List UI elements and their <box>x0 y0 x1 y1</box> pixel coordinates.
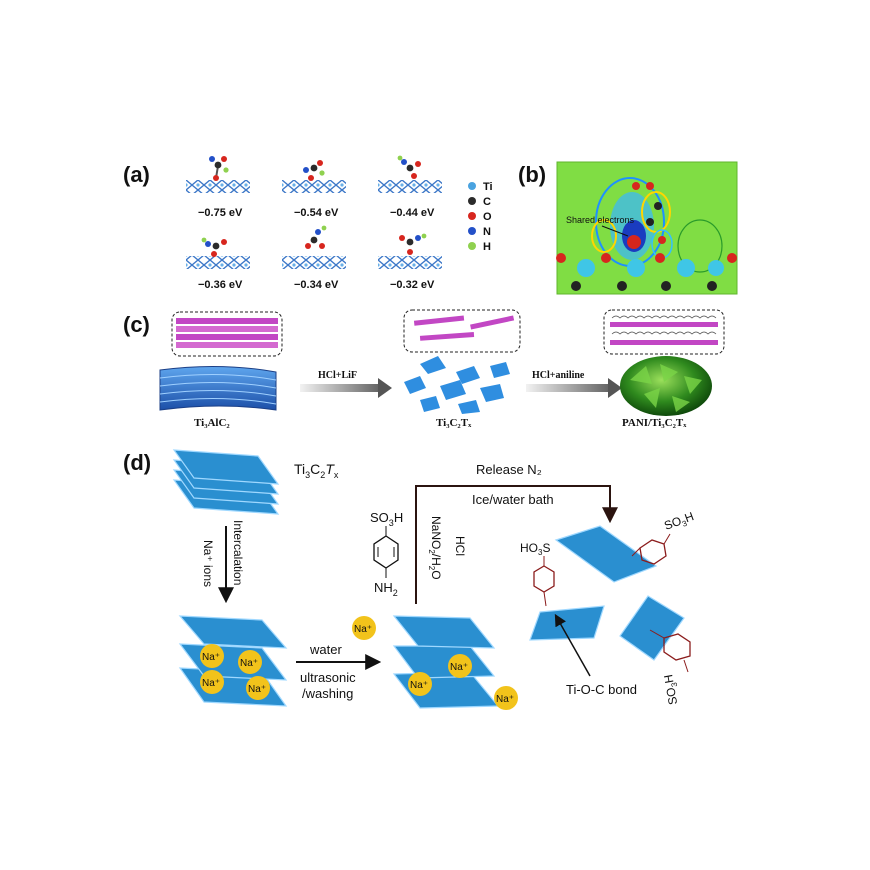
benzene-sulfonic-1: SO3H <box>631 509 696 565</box>
zoom-layers-3 <box>610 315 718 345</box>
na-ion <box>352 616 376 640</box>
legend-dot-c <box>468 197 476 205</box>
na-ion-label: Na⁺ <box>496 694 514 705</box>
release-label: Release N₂ <box>476 462 542 477</box>
max-phase-stack <box>159 365 277 411</box>
sulfanilic-acid: SO3H NH2 <box>370 510 403 598</box>
legend-label: H <box>483 241 491 253</box>
ho3s-label: HO3S <box>520 541 550 557</box>
na-ion-label: Na⁺ <box>354 624 372 635</box>
intercalation-label: Intercalation <box>231 520 245 585</box>
legend-label: N <box>483 226 491 238</box>
arrow-label: HCl+LiF <box>318 370 357 381</box>
arrow-label: HCl+aniline <box>532 370 585 381</box>
bath-label: Ice/water bath <box>472 492 554 507</box>
zoom-layers-1 <box>176 318 278 348</box>
material-label: PANI/Ti₃C₂Tₓ <box>622 417 687 429</box>
slab-2 <box>282 160 346 193</box>
slab-6 <box>378 233 442 269</box>
ions-label: Na⁺ ions <box>201 540 215 587</box>
energy-label: −0.54 eV <box>294 207 339 219</box>
so3h-label: SO3H <box>370 510 403 528</box>
legend-label: O <box>483 211 492 223</box>
pani-composite-sphere <box>620 356 712 416</box>
molecule-5 <box>305 225 327 249</box>
na-ion-label: Na⁺ <box>450 662 468 673</box>
bond-pointer <box>554 613 591 677</box>
molecule-6 <box>399 233 427 255</box>
shared-electrons-label: Shared electrons <box>566 215 635 225</box>
panel-b-label: (b) <box>518 162 546 187</box>
na-ion <box>408 672 432 696</box>
panel-c: (c) Ti₃AlC₂ HCl+LiF <box>123 309 725 429</box>
energy-label: −0.75 eV <box>198 207 243 219</box>
material-label: Ti₃AlC₂ <box>194 417 230 429</box>
annotation-arrow <box>601 225 629 237</box>
mxene-label: Ti3C2Tx <box>294 461 339 480</box>
ultrasonic-label: ultrasonic <box>300 670 356 685</box>
process-arrow-2 <box>526 384 608 392</box>
mxene-flakes <box>404 356 510 414</box>
process-arrow-1 <box>300 384 378 392</box>
nh2-label: NH2 <box>374 580 398 598</box>
atoms-b <box>556 182 737 291</box>
legend-label: C <box>483 196 491 208</box>
legend-dot-o <box>468 212 476 220</box>
na-ion <box>238 650 262 674</box>
reagent-hcl: HCl <box>453 536 467 556</box>
so3h-rotated-label: SO3H <box>661 673 682 706</box>
so3h-label: SO3H <box>662 509 696 534</box>
panel-d: (d) Ti3C2Tx Intercalation Na⁺ ions Na⁺ N… <box>123 449 696 710</box>
zoom-layers-2 <box>413 315 515 341</box>
na-ion <box>494 686 518 710</box>
atom-legend: Ti C O N H <box>468 181 493 253</box>
molecule-1 <box>209 156 229 181</box>
exfoliated-stack <box>392 615 500 709</box>
na-ion <box>200 644 224 668</box>
zoom-box-3 <box>603 309 725 355</box>
panel-b: (b) Shared electrons <box>518 161 738 295</box>
water-label: water <box>309 642 342 657</box>
legend-dot-n <box>468 227 476 235</box>
na-ion <box>448 654 472 678</box>
legend-dot-h <box>468 242 476 250</box>
na-ion-label: Na⁺ <box>240 658 258 669</box>
mxene-stack-top <box>172 449 280 515</box>
functionalized-sheets <box>529 525 685 661</box>
panel-c-label: (c) <box>123 312 150 337</box>
na-ion-label: Na⁺ <box>202 678 220 689</box>
bond-label: Ti-O-C bond <box>566 682 637 697</box>
energy-label: −0.32 eV <box>390 279 435 291</box>
na-ion-label: Na⁺ <box>248 684 266 695</box>
material-label: Ti₃C₂Tₓ <box>436 417 472 429</box>
legend-label: Ti <box>483 181 493 193</box>
slab-4 <box>186 237 250 269</box>
molecule-4 <box>201 237 227 257</box>
reaction-arrow <box>415 485 618 604</box>
na-ion-label: Na⁺ <box>410 680 428 691</box>
panel-a: (a) <box>123 155 493 291</box>
na-ion-label: Na⁺ <box>202 652 220 663</box>
molecule-3 <box>397 155 421 179</box>
na-ion <box>200 670 224 694</box>
benzene-sulfonic-2: HO3S <box>520 541 555 607</box>
legend-dot-ti <box>468 182 476 190</box>
intercalated-stack <box>178 615 288 707</box>
energy-label: −0.36 eV <box>198 279 243 291</box>
molecule-2 <box>303 160 325 181</box>
slab-1 <box>186 156 250 193</box>
zoom-box-1 <box>171 311 283 357</box>
washing-label: /washing <box>302 686 353 701</box>
energy-label: −0.44 eV <box>390 207 435 219</box>
panel-a-label: (a) <box>123 162 150 187</box>
zoom-box-2 <box>403 309 521 353</box>
panel-d-label: (d) <box>123 450 151 475</box>
slab-3 <box>378 155 442 193</box>
na-ion <box>246 676 270 700</box>
energy-label: −0.34 eV <box>294 279 339 291</box>
reagent-nano2: NaNO2/H2O <box>427 516 443 580</box>
na-ions-left: Na⁺ Na⁺ Na⁺ Na⁺ <box>200 644 270 700</box>
slab-5 <box>282 225 346 269</box>
